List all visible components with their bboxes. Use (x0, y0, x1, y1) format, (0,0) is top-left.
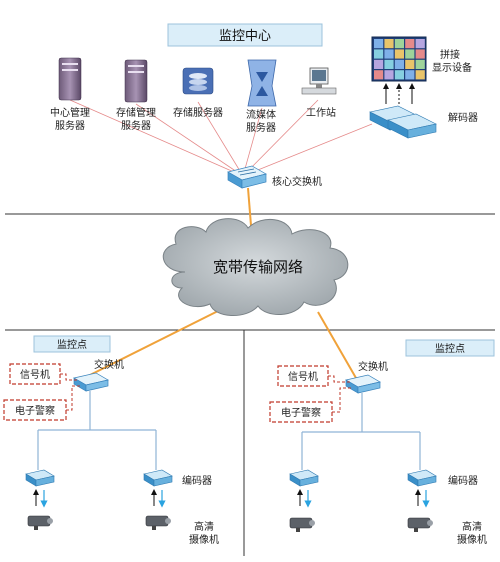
wall-screen-cell (415, 70, 425, 80)
svg-text:交换机: 交换机 (94, 358, 124, 371)
right-encoder-1 (289, 469, 319, 487)
storage-server: 存储服务器 (173, 67, 223, 119)
right-site-switch: 交换机 (345, 360, 388, 394)
left-police-box: 电子警察 (3, 399, 67, 421)
svg-text:摄像机: 摄像机 (189, 533, 219, 546)
left-site-title-box (33, 335, 111, 353)
broadband-network-cloud: 宽带传输网络 (162, 218, 349, 317)
right-signal-box: 信号机 (277, 365, 329, 387)
stream-server-icon (247, 59, 277, 107)
decoder-icon (387, 113, 437, 139)
right-police-box: 电子警察 (269, 401, 333, 423)
wall-screen-cell (374, 49, 384, 59)
storage-management-server: 存储管理 服务器 (116, 59, 156, 132)
right-site: 监控点 交换机 信号机 电子警察 (269, 339, 495, 546)
wall-screen-cell (394, 70, 404, 80)
wall-screen-cell (405, 49, 415, 59)
streaming-media-server: 流媒体 服务器 (246, 59, 277, 134)
wall-screen-cell (384, 70, 394, 80)
svg-text:中心管理: 中心管理 (50, 106, 90, 119)
cloud-icon (162, 218, 349, 317)
wall-screen-cell (405, 39, 415, 49)
svg-text:服务器: 服务器 (246, 121, 276, 134)
center-title: 监控中心 (219, 29, 271, 44)
left-encoder-1 (25, 469, 55, 487)
svg-text:信号机: 信号机 (20, 368, 50, 381)
right-site-title: 监控点 (435, 342, 465, 355)
server-icon (124, 59, 148, 103)
right-site-title-box (405, 339, 495, 357)
svg-text:流媒体: 流媒体 (246, 108, 276, 121)
wall-screen-cell (374, 70, 384, 80)
core-switch: 核心交换机 (227, 165, 322, 189)
svg-text:摄像机: 摄像机 (457, 533, 487, 546)
svg-text:交换机: 交换机 (358, 360, 388, 373)
wall-screen-cell (415, 49, 425, 59)
svg-text:存储管理: 存储管理 (116, 106, 156, 119)
left-site-title: 监控点 (57, 338, 87, 351)
left-camera-1 (27, 515, 53, 530)
wall-screen-cell (384, 39, 394, 49)
svg-text:服务器: 服务器 (55, 119, 85, 132)
wall-decoder-arrows (383, 83, 415, 104)
wall-screen-cell (374, 39, 384, 49)
wall-screen-cell (405, 59, 415, 69)
right-encoder-2: 编码器 (407, 469, 478, 487)
right-camera-2: 高清 摄像机 (407, 517, 487, 546)
workstation: 工作站 (301, 67, 337, 119)
svg-text:存储服务器: 存储服务器 (173, 106, 223, 119)
wall-screen-cell (374, 59, 384, 69)
svg-text:工作站: 工作站 (306, 106, 336, 119)
right-camera-1 (289, 517, 315, 532)
svg-text:拼接: 拼接 (440, 48, 460, 61)
keyboard-icon (301, 87, 337, 95)
camera-icon (27, 515, 51, 527)
left-camera-2: 高清 摄像机 (145, 515, 219, 546)
center-title-box: 监控中心 (167, 23, 323, 47)
svg-text:核心交换机: 核心交换机 (272, 175, 322, 188)
center-links (69, 99, 373, 177)
center-management-server: 中心管理 服务器 (50, 57, 90, 132)
svg-text:信号机: 信号机 (288, 370, 318, 383)
svg-text:编码器: 编码器 (448, 474, 478, 487)
camera-icon (407, 517, 431, 529)
video-wall-display: 拼接 显示设备 (371, 36, 472, 82)
wall-screen-cell (394, 39, 404, 49)
wall-screen-cell (394, 49, 404, 59)
left-site-switch: 交换机 (73, 358, 124, 392)
wall-screen-cell (384, 49, 394, 59)
camera-icon (289, 517, 313, 529)
camera-icon (145, 515, 169, 527)
left-site: 监控点 交换机 信号机 电子警察 (3, 335, 219, 546)
svg-text:高清: 高清 (462, 520, 482, 533)
svg-text:服务器: 服务器 (121, 119, 151, 132)
network-label: 宽带传输网络 (213, 258, 303, 276)
server-icon (58, 57, 82, 101)
wall-screen-cell (415, 59, 425, 69)
left-encoder-2: 编码器 (143, 469, 212, 487)
svg-text:编码器: 编码器 (182, 474, 212, 487)
svg-text:电子警察: 电子警察 (15, 404, 55, 417)
svg-text:显示设备: 显示设备 (432, 61, 472, 74)
wall-screen-cell (415, 39, 425, 49)
wall-screen-cell (384, 59, 394, 69)
wall-screen-cell (394, 59, 404, 69)
svg-text:高清: 高清 (194, 520, 214, 533)
decoder-stack: 解码器 (369, 105, 478, 139)
svg-text:解码器: 解码器 (448, 111, 478, 124)
wall-screen-cell (405, 70, 415, 80)
left-signal-box: 信号机 (9, 363, 61, 385)
svg-text:电子警察: 电子警察 (281, 406, 321, 419)
